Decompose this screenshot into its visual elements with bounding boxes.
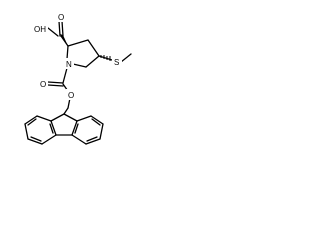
bond-cbeta-cgamma	[87, 39, 100, 57]
bond-c9a-c4a	[71, 120, 78, 136]
bond-left-ring-1	[36, 115, 52, 122]
bond-right-ring-5	[71, 134, 87, 145]
bond-left-ring-5	[41, 134, 57, 145]
bond-left-ring-double-2	[30, 136, 42, 142]
bond-left-ring-double-1	[27, 118, 37, 126]
nitrogen-label: N	[66, 60, 72, 69]
bond-calpha-acid-c	[60, 35, 69, 47]
bond-ch2-c9	[63, 107, 69, 115]
bond-right-ring-double-2	[86, 136, 98, 142]
ether-oxygen-label: O	[68, 91, 74, 100]
bond-c8a-c4b	[50, 120, 57, 136]
bond-n-calpha	[66, 45, 69, 60]
bond-right-ring-4	[85, 138, 101, 145]
bond-c9-c9a	[63, 113, 78, 122]
bond-cdelta-n	[72, 63, 87, 68]
bond-right-ring-1	[76, 115, 92, 122]
bond-right-ring-3	[99, 123, 104, 140]
bond-cgamma-cdelta	[85, 55, 100, 68]
hash-bond-cgamma-s	[100, 55, 111, 61]
bond-right-ring-double-3	[74, 123, 79, 134]
bond-acid-c-o-double-b	[61, 20, 64, 37]
bond-carbamate-c-o-double-b	[47, 84, 64, 87]
carbamate-carbonyl-oxygen-label: O	[40, 80, 46, 89]
bond-s-methyl	[120, 53, 132, 63]
bond-right-ring-2	[90, 115, 104, 125]
bond-c9-c8a	[50, 113, 65, 122]
acid-carbonyl-oxygen-label: O	[58, 13, 64, 22]
bond-carbamate-c-o-double-a	[47, 81, 64, 84]
chemical-structure-diagram: OH O N S O O	[24, 11, 132, 145]
bond-n-carbamate-c	[62, 67, 68, 84]
bond-left-ring-3	[24, 123, 29, 140]
sulfur-label: S	[114, 58, 119, 67]
bond-left-ring-4	[27, 138, 43, 145]
bond-acid-c-o-double-a	[58, 20, 61, 37]
bond-acid-c-oh	[47, 27, 59, 37]
bond-right-ring-double-1	[91, 118, 101, 126]
hydroxyl-label: OH	[34, 25, 46, 34]
bond-left-ring-double-3	[49, 123, 54, 134]
bond-calpha-cbeta	[67, 39, 89, 47]
wedge-bond-calpha-acid	[60, 34, 68, 46]
bond-left-ring-2	[24, 115, 38, 125]
